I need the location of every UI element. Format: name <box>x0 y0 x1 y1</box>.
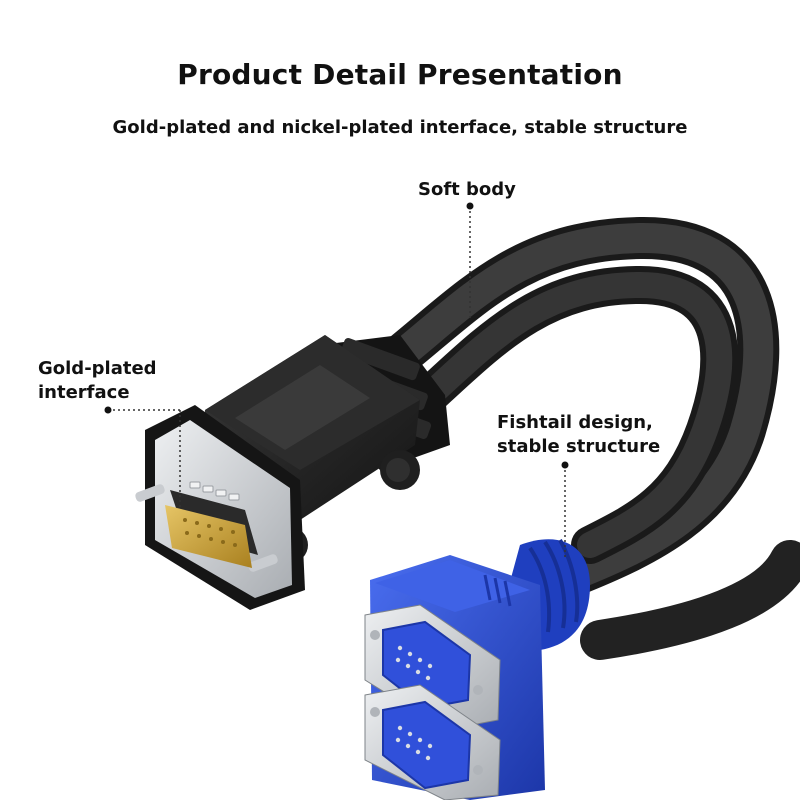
callout-soft-body: Soft body <box>418 178 516 202</box>
page-title: Product Detail Presentation <box>177 58 623 91</box>
callout-gold-plated: Gold-plated interface <box>38 357 157 405</box>
vga-connectors <box>364 539 590 800</box>
cable-group <box>374 216 800 660</box>
gold-plated-dot <box>104 406 112 414</box>
dvi-connector <box>135 335 450 610</box>
page-subtitle: Gold-plated and nickel-plated interface,… <box>112 117 688 138</box>
callout-fishtail-line1: Fishtail design, <box>497 412 653 433</box>
soft-body-dot <box>466 202 474 210</box>
callout-soft-body-text: Soft body <box>418 179 516 200</box>
fishtail-dot <box>561 461 569 469</box>
callout-gold-plated-line1: Gold-plated <box>38 358 157 379</box>
cable-lower-branch <box>580 540 800 660</box>
callout-gold-plated-line2: interface <box>38 382 130 403</box>
callout-fishtail: Fishtail design, stable structure <box>497 411 660 459</box>
callout-fishtail-line2: stable structure <box>497 436 661 457</box>
callout-leaders <box>104 202 569 560</box>
cable-lower-highlight <box>417 271 733 558</box>
vga-port-upper <box>382 620 472 710</box>
vga-port-lower <box>382 700 472 790</box>
cable-upper-highlight <box>380 222 774 590</box>
